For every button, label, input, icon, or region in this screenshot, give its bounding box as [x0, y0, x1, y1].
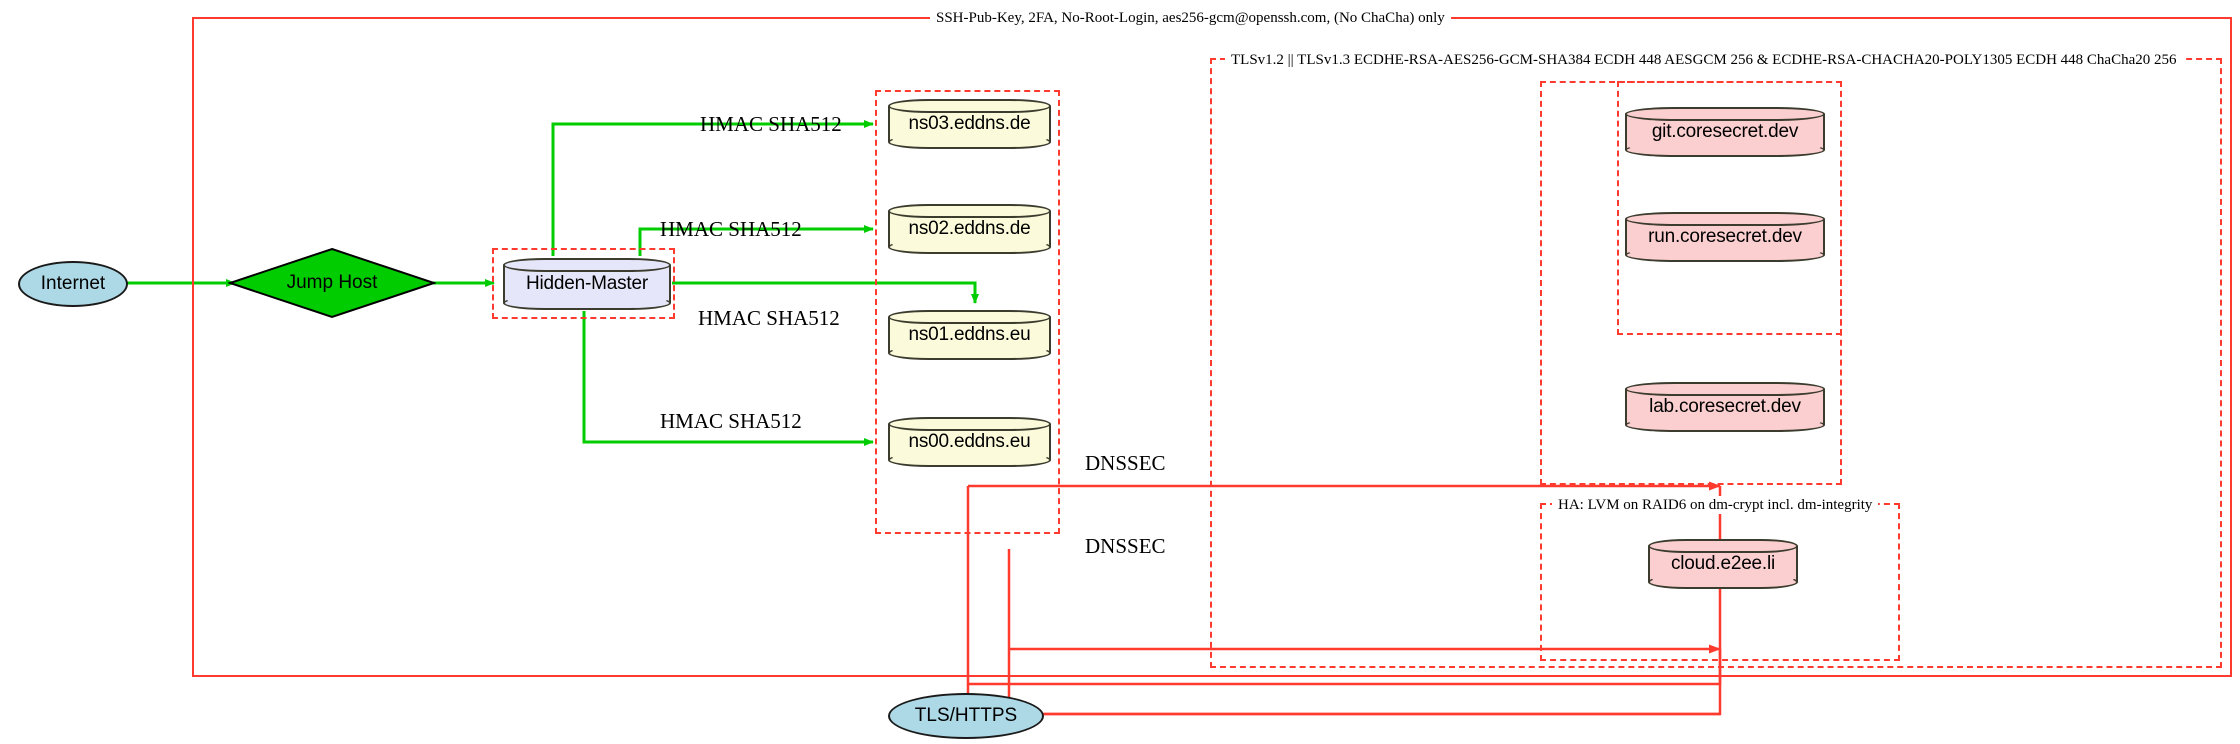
- edge-hiddenmaster-ns01: [672, 281, 979, 304]
- cluster-ssh-boundary-label: SSH-Pub-Key, 2FA, No-Root-Login, aes256-…: [930, 9, 1451, 27]
- cluster-tls-boundary-label: TLSv1.2 || TLSv1.3 ECDHE-RSA-AES256-GCM-…: [1225, 51, 2183, 69]
- edge-label-hmac-ns02: HMAC SHA512: [660, 217, 802, 241]
- node-ns03[interactable]: ns03.eddns.de: [888, 99, 1051, 149]
- node-ns02-label: ns02.eddns.de: [908, 218, 1031, 239]
- edge-hiddenmaster-ns00: [582, 311, 874, 446]
- git-cyl-bottom: [1625, 143, 1825, 157]
- ns01-cyl-bottom: [888, 346, 1051, 360]
- cluster-dns-zone: [875, 90, 1060, 534]
- cluster-master-zone: [492, 248, 675, 319]
- edge-label-hmac-ns00: HMAC SHA512: [660, 409, 802, 433]
- edge-label-dnssec-upper: DNSSEC: [1085, 451, 1166, 475]
- edge-label-hmac-ns01: HMAC SHA512: [698, 306, 840, 330]
- edge-label-hmac-ns03: HMAC SHA512: [700, 112, 842, 136]
- node-ns00-label: ns00.eddns.eu: [908, 431, 1031, 452]
- node-cloud-e2ee[interactable]: cloud.e2ee.li: [1648, 539, 1798, 589]
- ns00-cyl-bottom: [888, 453, 1051, 467]
- hidden-master-cyl-bottom: [503, 296, 671, 310]
- cloud-cyl-top: [1648, 539, 1798, 553]
- node-ns02[interactable]: ns02.eddns.de: [888, 204, 1051, 254]
- cluster-coresecret-inner-zone: [1617, 81, 1842, 335]
- node-ns00[interactable]: ns00.eddns.eu: [888, 417, 1051, 467]
- node-hidden-master[interactable]: Hidden-Master: [503, 258, 671, 310]
- ns00-cyl-top: [888, 417, 1051, 431]
- git-cyl-top: [1625, 107, 1825, 121]
- lab-cyl-bottom: [1625, 418, 1825, 432]
- edge-hiddenmaster-ns03: [551, 120, 874, 256]
- edge-hiddenmaster-ns02: [638, 225, 874, 256]
- hidden-master-cyl-top: [503, 258, 671, 272]
- ns02-cyl-top: [888, 204, 1051, 218]
- lab-cyl-top: [1625, 382, 1825, 396]
- node-internet-label: Internet: [40, 273, 106, 294]
- node-lab-coresecret-label: lab.coresecret.dev: [1649, 396, 1801, 417]
- cluster-ha-boundary-label: HA: LVM on RAID6 on dm-crypt incl. dm-in…: [1552, 496, 1879, 514]
- node-run-coresecret[interactable]: run.coresecret.dev: [1625, 212, 1825, 262]
- node-cloud-e2ee-label: cloud.e2ee.li: [1670, 553, 1776, 574]
- run-cyl-top: [1625, 212, 1825, 226]
- node-run-coresecret-label: run.coresecret.dev: [1648, 226, 1802, 247]
- jump-host-diamond-shape: [226, 247, 438, 319]
- node-tls-https-label: TLS/HTTPS: [914, 705, 1018, 726]
- node-git-coresecret[interactable]: git.coresecret.dev: [1625, 107, 1825, 157]
- node-jump-host[interactable]: Jump Host: [226, 247, 438, 319]
- edge-label-dnssec-lower: DNSSEC: [1085, 534, 1166, 558]
- cloud-cyl-bottom: [1648, 575, 1798, 589]
- node-hidden-master-label: Hidden-Master: [525, 273, 648, 294]
- run-cyl-bottom: [1625, 248, 1825, 262]
- node-ns01[interactable]: ns01.eddns.eu: [888, 310, 1051, 360]
- node-git-coresecret-label: git.coresecret.dev: [1651, 121, 1799, 142]
- node-lab-coresecret[interactable]: lab.coresecret.dev: [1625, 382, 1825, 432]
- ns01-cyl-top: [888, 310, 1051, 324]
- ns03-cyl-bottom: [888, 135, 1051, 149]
- ns03-cyl-top: [888, 99, 1051, 113]
- node-internet[interactable]: Internet: [18, 261, 128, 307]
- node-ns03-label: ns03.eddns.de: [908, 113, 1031, 134]
- node-tls-https[interactable]: TLS/HTTPS: [888, 693, 1044, 739]
- node-ns01-label: ns01.eddns.eu: [908, 324, 1031, 345]
- ns02-cyl-bottom: [888, 240, 1051, 254]
